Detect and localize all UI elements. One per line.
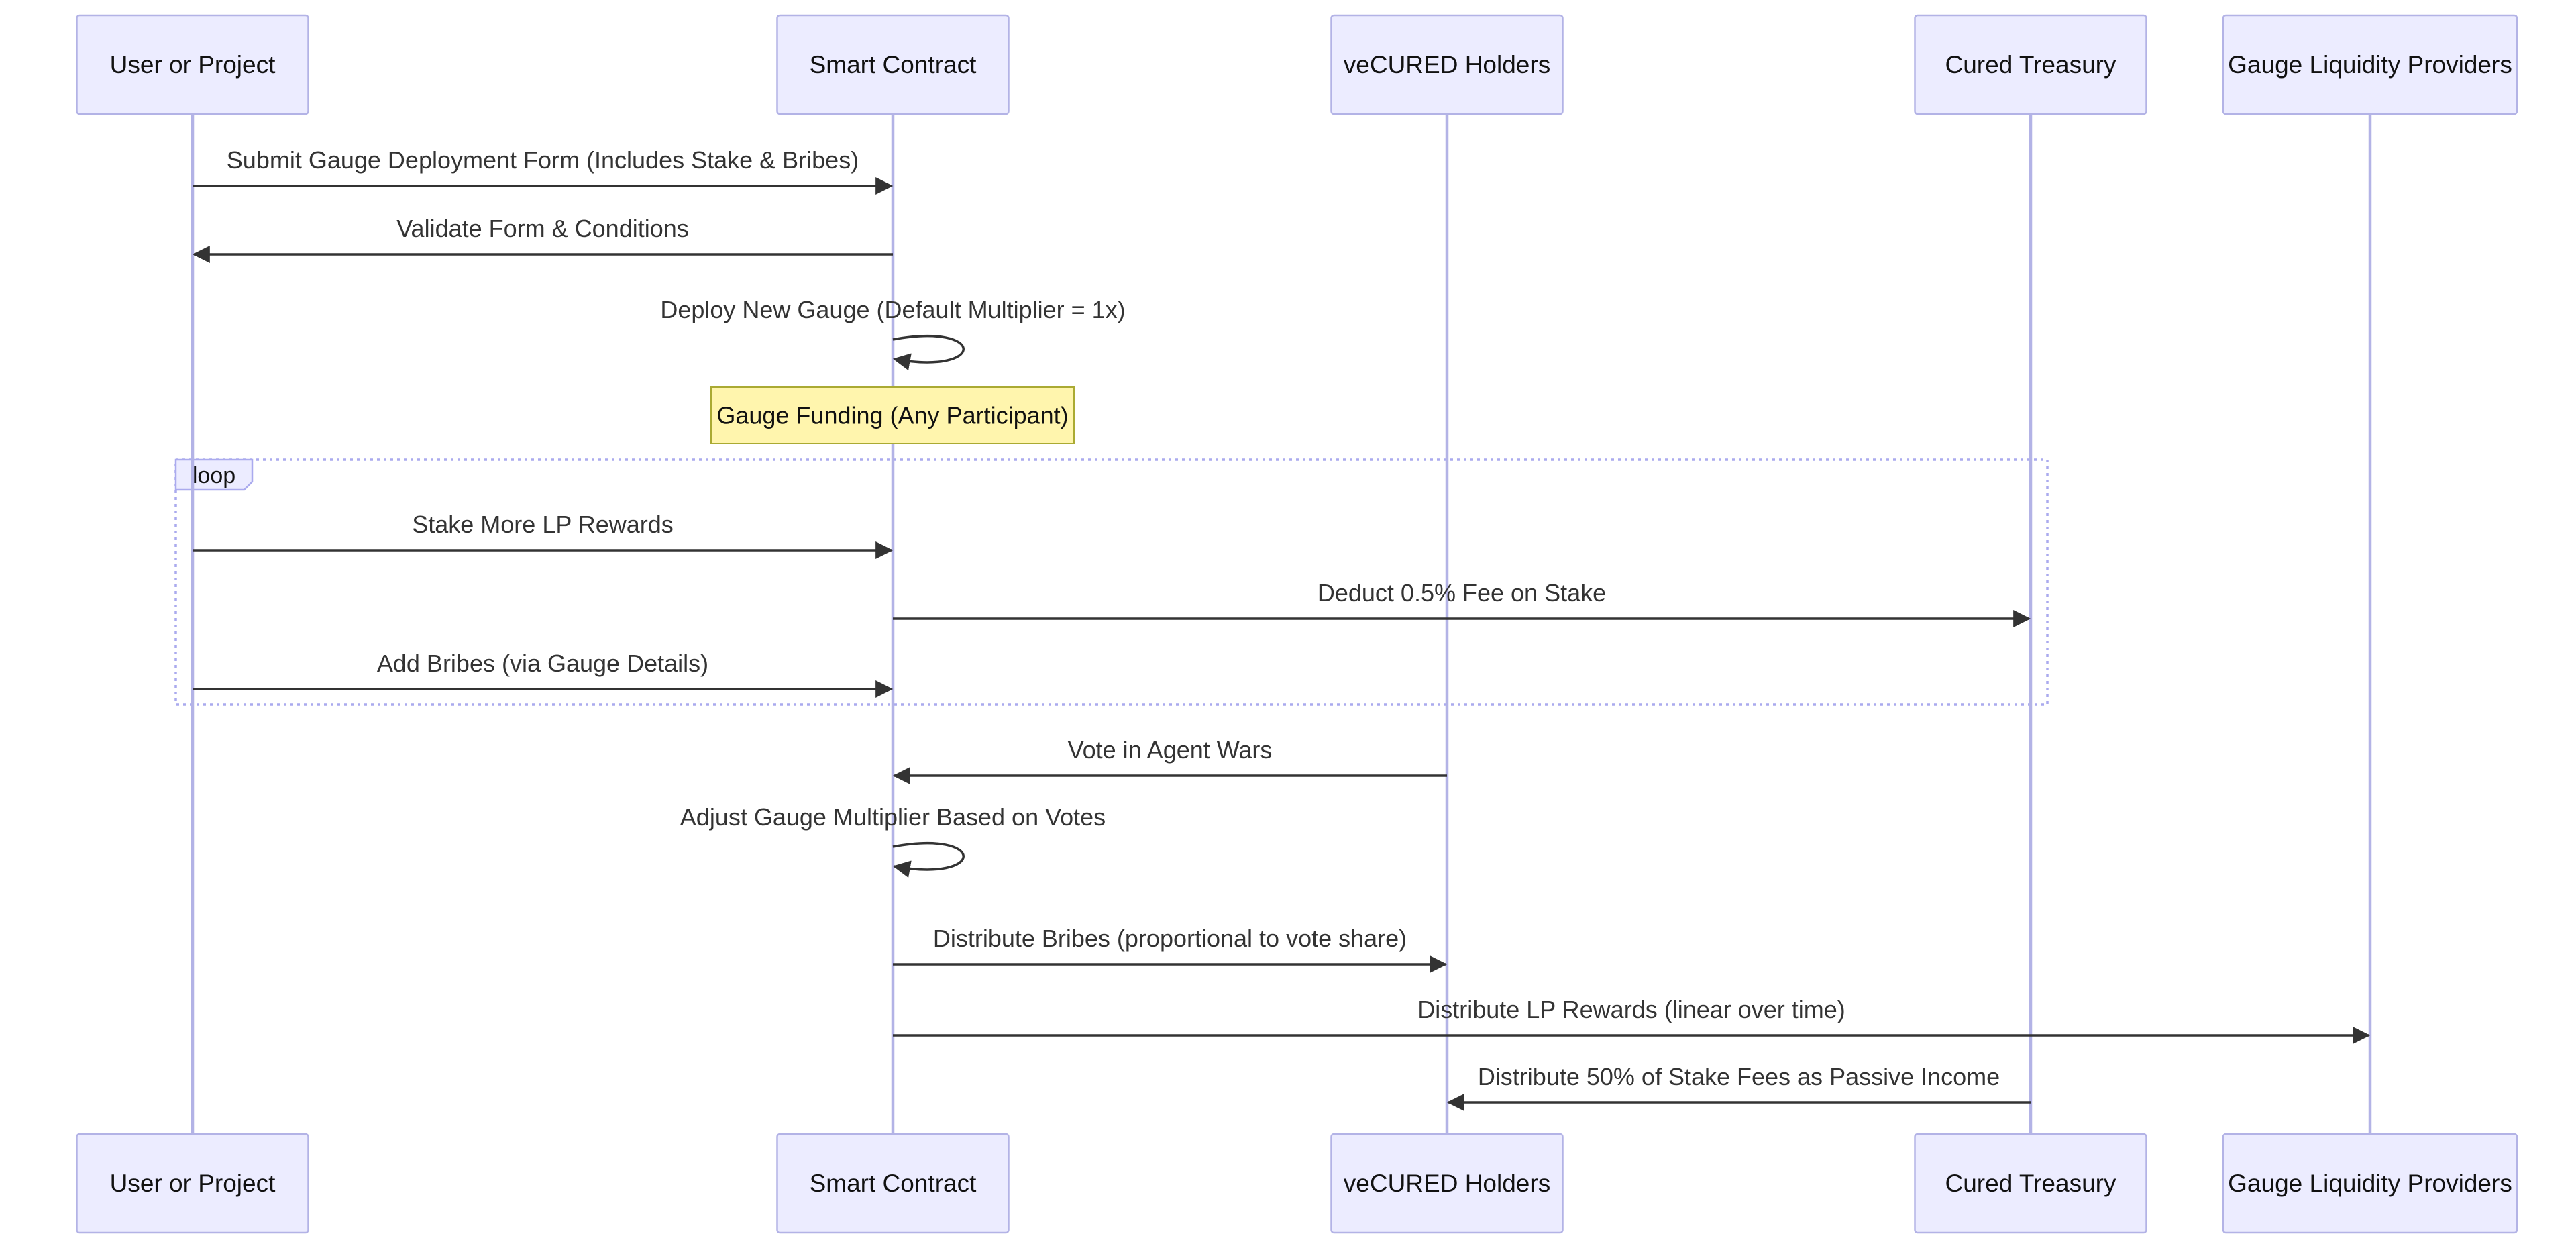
actor-box — [776, 14, 1010, 115]
message-9: Distribute Bribes (proportional to vote … — [893, 925, 1448, 973]
message-label: Adjust Gauge Multiplier Based on Votes — [680, 803, 1106, 831]
actor-treasury-bottom[interactable]: Cured Treasury — [1914, 1133, 2147, 1234]
actor-label: User or Project — [110, 51, 276, 79]
actor-box — [776, 1133, 1010, 1234]
note-label: Gauge Funding (Any Participant) — [716, 402, 1068, 429]
actor-label: veCURED Holders — [1344, 51, 1550, 79]
self-message-arrow — [892, 334, 965, 371]
actor-user-bottom[interactable]: User or Project — [76, 1133, 309, 1234]
message-5: Deduct 0.5% Fee on Stake — [893, 579, 2031, 627]
actor-lps-top[interactable]: Gauge Liquidity Providers — [2222, 14, 2518, 115]
note: Gauge Funding (Any Participant) — [710, 386, 1075, 444]
message-label: Distribute Bribes (proportional to vote … — [933, 925, 1407, 952]
message-3: Deploy New Gauge (Default Multiplier = 1… — [660, 296, 1126, 371]
actor-label: Gauge Liquidity Providers — [2228, 51, 2512, 79]
actor-box — [2222, 14, 2518, 115]
message-label: Deploy New Gauge (Default Multiplier = 1… — [660, 296, 1125, 323]
actor-label: Gauge Liquidity Providers — [2228, 1170, 2512, 1197]
actor-box — [76, 1133, 309, 1234]
loop-frame: loop — [174, 458, 2049, 706]
actor-box — [1330, 1133, 1564, 1234]
message-label: Vote in Agent Wars — [1068, 736, 1273, 764]
message-2: Validate Form & Conditions — [192, 215, 893, 263]
actor-label: Cured Treasury — [1945, 1170, 2116, 1197]
actor-label: Smart Contract — [810, 1170, 977, 1197]
actor-user-top[interactable]: User or Project — [76, 14, 309, 115]
actor-box — [1330, 14, 1564, 115]
actor-box — [1914, 1133, 2147, 1234]
message-6: Add Bribes (via Gauge Details) — [193, 650, 894, 698]
message-10: Distribute LP Rewards (linear over time) — [893, 996, 2371, 1044]
message-label: Deduct 0.5% Fee on Stake — [1318, 579, 1606, 607]
actor-vecured-top[interactable]: veCURED Holders — [1330, 14, 1564, 115]
message-label: Stake More LP Rewards — [412, 511, 674, 538]
actor-label: veCURED Holders — [1344, 1170, 1550, 1197]
self-message-arrow — [892, 841, 965, 878]
message-8: Adjust Gauge Multiplier Based on Votes — [680, 803, 1106, 878]
actor-label: User or Project — [110, 1170, 276, 1197]
actor-box — [76, 14, 309, 115]
loop-label: loop — [193, 463, 235, 488]
actor-lps-bottom[interactable]: Gauge Liquidity Providers — [2222, 1133, 2518, 1234]
actor-box — [2222, 1133, 2518, 1234]
message-label: Validate Form & Conditions — [396, 215, 689, 242]
actor-label: Smart Contract — [810, 51, 977, 79]
message-label: Add Bribes (via Gauge Details) — [377, 650, 708, 677]
message-7: Vote in Agent Wars — [892, 736, 1447, 784]
message-label: Distribute 50% of Stake Fees as Passive … — [1478, 1063, 2000, 1090]
actor-label: Cured Treasury — [1945, 51, 2116, 79]
actor-contract-top[interactable]: Smart Contract — [776, 14, 1010, 115]
note-box — [710, 386, 1075, 444]
actor-treasury-top[interactable]: Cured Treasury — [1914, 14, 2147, 115]
message-1: Submit Gauge Deployment Form (Includes S… — [193, 146, 894, 195]
actor-contract-bottom[interactable]: Smart Contract — [776, 1133, 1010, 1234]
actor-box — [1914, 14, 2147, 115]
message-label: Submit Gauge Deployment Form (Includes S… — [227, 146, 859, 174]
message-4: Stake More LP Rewards — [193, 511, 894, 559]
actor-vecured-bottom[interactable]: veCURED Holders — [1330, 1133, 1564, 1234]
message-label: Distribute LP Rewards (linear over time) — [1417, 996, 1845, 1023]
message-11: Distribute 50% of Stake Fees as Passive … — [1446, 1063, 2031, 1111]
loop-tab — [174, 458, 254, 491]
